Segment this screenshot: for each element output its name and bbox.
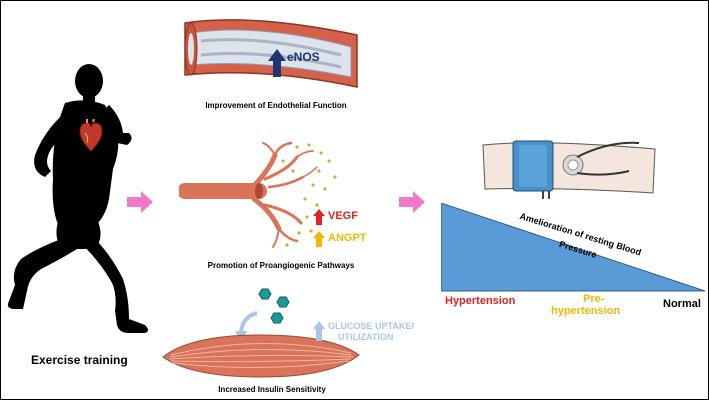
branching-vessel-icon <box>179 141 339 251</box>
exercise-training-label: Exercise training <box>31 353 128 367</box>
pink-arrow-2-icon <box>399 191 425 213</box>
prehypertension-label-line1: Pre- <box>583 293 605 305</box>
muscle-icon <box>161 331 361 379</box>
heart-icon <box>77 119 105 153</box>
angiogenesis-caption: Promotion of Proangiogenic Pathways <box>207 261 355 270</box>
hypertension-label: Hypertension <box>445 295 516 307</box>
blood-pressure-cuff-icon <box>479 137 659 199</box>
angpt-up-arrow-icon <box>313 231 325 247</box>
glucose-uptake-marker-line2: UTILIZATION <box>338 332 394 342</box>
prehypertension-label-line2: hypertension <box>551 305 621 317</box>
vegf-up-arrow-icon <box>313 209 325 225</box>
glucose-uptake-marker-line1: GLUCOSE UPTAKE/ <box>328 321 414 331</box>
glucose-up-arrow-icon <box>313 321 325 341</box>
vegf-marker: VEGF <box>328 210 358 222</box>
pink-arrow-1-icon <box>127 191 153 213</box>
blood-pressure-wedge <box>441 203 707 295</box>
enos-marker: eNOS <box>287 50 320 64</box>
blood-vessel-icon <box>181 5 361 97</box>
normal-label: Normal <box>663 298 701 310</box>
glucose-molecule-icon <box>255 287 295 327</box>
endothelial-caption: Improvement of Endothelial Function <box>205 101 347 110</box>
insulin-caption: Increased Insulin Sensitivity <box>218 385 326 394</box>
angpt-marker: ANGPT <box>328 232 367 244</box>
running-person-silhouette <box>5 59 155 344</box>
